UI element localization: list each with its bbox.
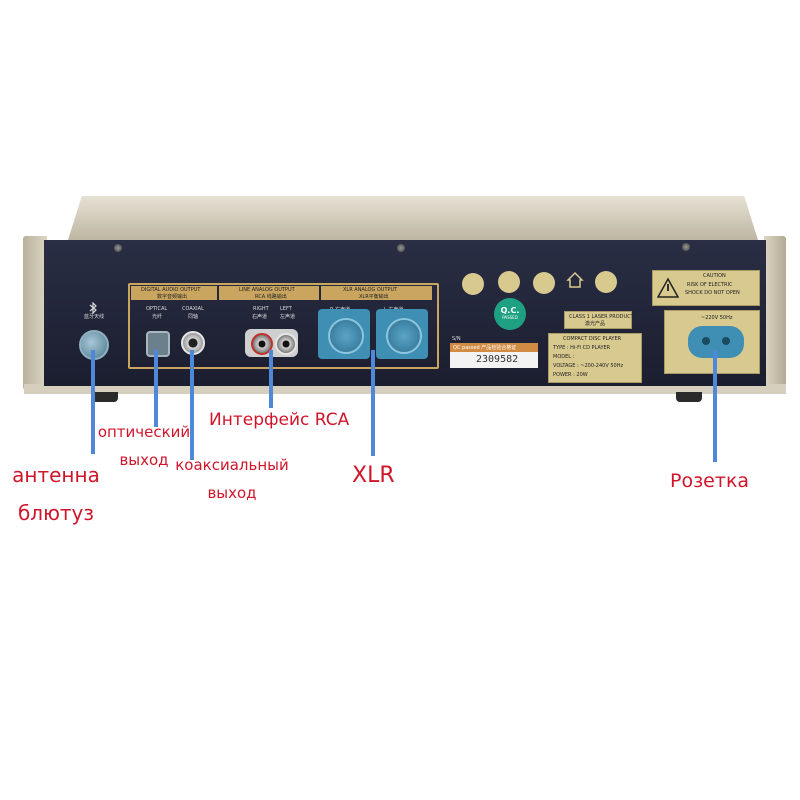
left-label: LEFT <box>280 306 292 312</box>
rca-right-port[interactable] <box>251 333 273 355</box>
caution-label: CAUTION RISK OF ELECTRIC SHOCK DO NOT OP… <box>652 270 760 306</box>
qc-strip: QC passed 产品检验合格证 <box>450 343 538 352</box>
xlr-right-connector[interactable] <box>318 309 370 359</box>
disposal-icon <box>498 271 520 293</box>
leader-coaxial <box>190 350 194 460</box>
callout-bluetooth: антенна блютуз <box>12 463 100 525</box>
laser-label: CLASS 1 LASER PRODUCT 激光产品 <box>564 311 634 329</box>
callout-power: Розетка <box>670 470 750 492</box>
optical-output-port[interactable] <box>146 331 170 357</box>
chassis-left-side <box>23 236 47 390</box>
coaxial-label: COAXIAL <box>182 306 204 312</box>
callout-coaxial: коаксиальный выход <box>175 456 289 502</box>
chassis-right-side <box>764 236 786 390</box>
coaxial-sub: 同轴 <box>188 314 199 320</box>
house-icon <box>566 271 584 289</box>
xlr-left-connector[interactable] <box>376 309 428 359</box>
digital-header: DIGITAL AUDIO OUTPUT 数字音频输出 <box>131 286 217 300</box>
serial-number-plate: 2309582 <box>450 352 538 368</box>
screw <box>397 244 405 252</box>
device-photo: 蓝牙天线 DIGITAL AUDIO OUTPUT 数字音频输出 LINE AN… <box>23 196 786 402</box>
chassis-bottom <box>24 384 786 394</box>
foot-left <box>92 392 118 402</box>
screw <box>682 243 690 251</box>
eu-mark-icon <box>595 271 617 293</box>
leader-xlr <box>371 350 375 456</box>
optical-sub: 光纤 <box>152 314 163 320</box>
foot-right <box>676 392 702 402</box>
qc-badge: Q.C. PASSED <box>494 298 526 330</box>
warning-icon <box>656 277 680 299</box>
serial-label: S/N <box>452 336 461 342</box>
chassis-top <box>68 196 758 240</box>
recycling-icon <box>462 273 484 295</box>
callout-rca: Интерфейс RCA <box>209 410 350 430</box>
rca-left-port[interactable] <box>275 333 297 355</box>
line-header: LINE ANALOG OUTPUT RCA 线路输出 <box>219 286 319 300</box>
optical-label: OPTICAL <box>146 306 168 312</box>
leader-power <box>713 350 717 462</box>
leader-bluetooth <box>91 350 95 454</box>
right-sub: 右声道 <box>252 314 268 320</box>
leader-optical <box>154 350 158 427</box>
right-label: RIGHT <box>253 306 269 312</box>
screw <box>114 244 122 252</box>
eco-icon <box>533 272 555 294</box>
spec-plate: COMPACT DISC PLAYER TYPE : Hi-Fi CD PLAY… <box>548 333 642 383</box>
bluetooth-icon <box>88 299 98 315</box>
output-frame <box>128 283 439 369</box>
xlr-header: XLR ANALOG OUTPUT XLR平衡输出 <box>321 286 432 300</box>
leader-rca <box>269 350 273 408</box>
bluetooth-label: 蓝牙天线 <box>84 314 105 320</box>
callout-optical: оптический выход <box>97 423 191 469</box>
callout-xlr: XLR <box>352 463 395 488</box>
left-sub: 左声道 <box>280 314 296 320</box>
